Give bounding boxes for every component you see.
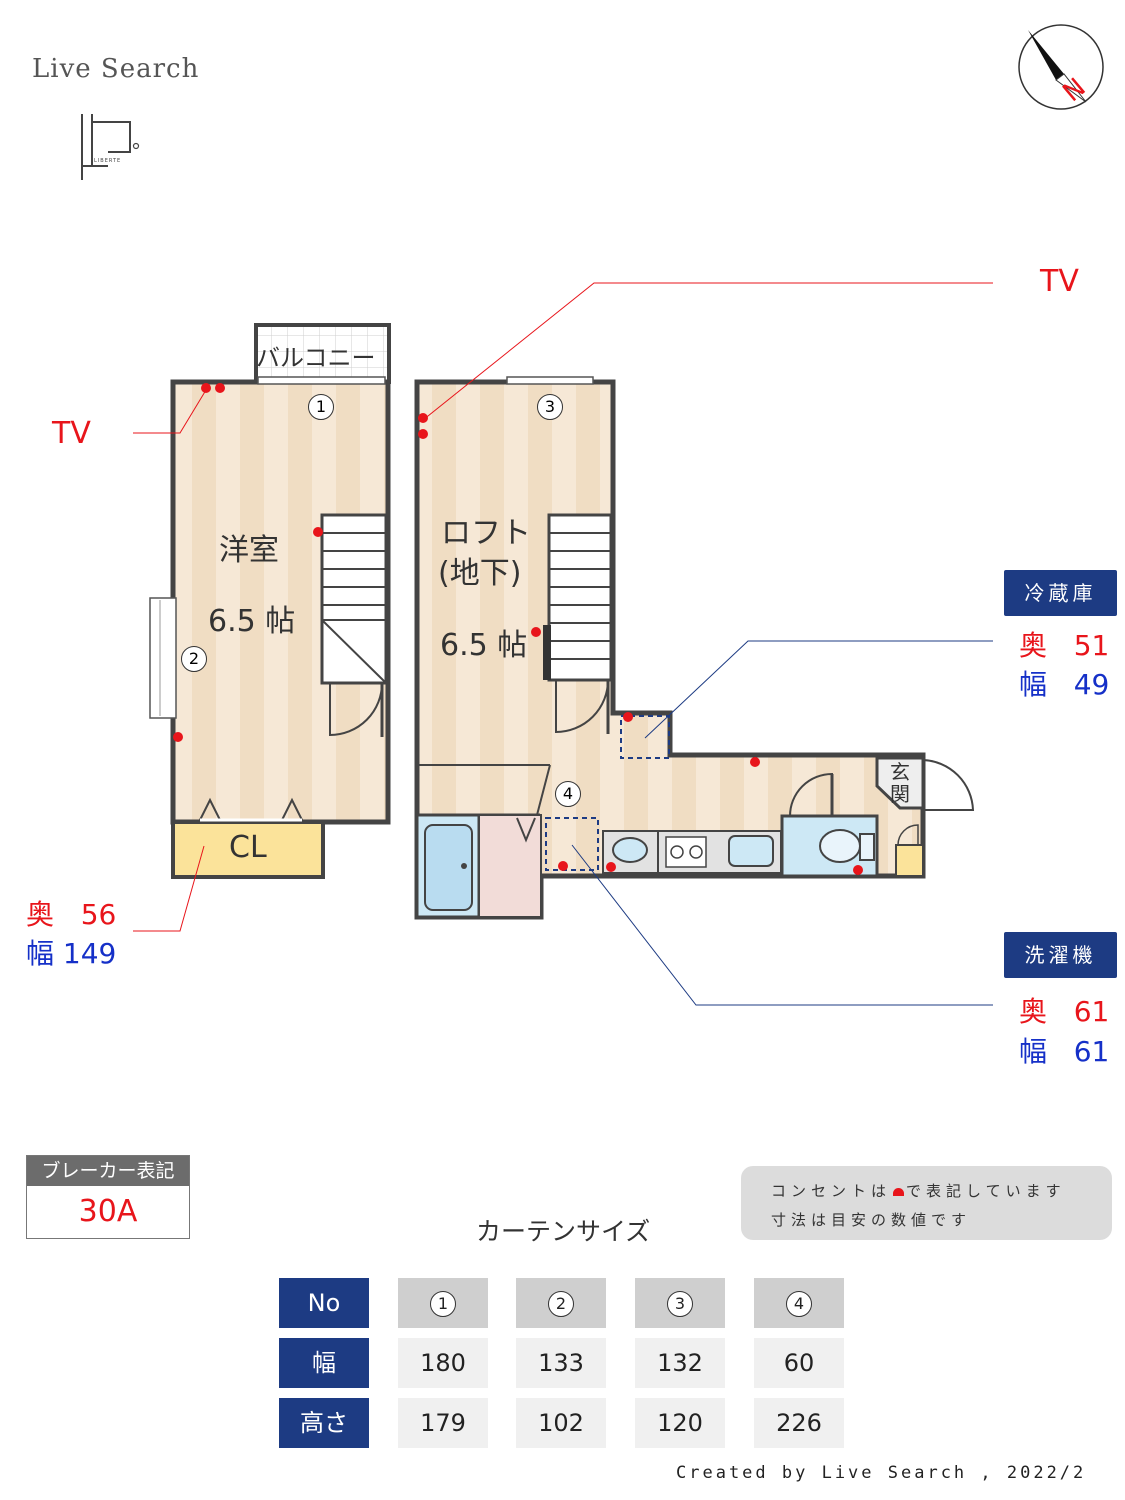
outlet-icon bbox=[893, 1188, 905, 1196]
loft-name: ロフト bbox=[441, 516, 531, 551]
balcony-label: バルコニー bbox=[256, 344, 376, 372]
tv-label-right: TV bbox=[1040, 264, 1079, 299]
outlet-note: コンセントはで表記しています 寸法は目安の数値です bbox=[741, 1166, 1112, 1240]
balcony bbox=[254, 323, 391, 384]
western-room-name: 洋室 bbox=[219, 533, 279, 568]
western-room-size: 6.5 帖 bbox=[208, 604, 296, 639]
stairs-loft bbox=[547, 513, 613, 682]
washroom bbox=[478, 814, 542, 918]
row-header-height: 高さ bbox=[279, 1398, 369, 1448]
window-mark-1: 1 bbox=[308, 394, 334, 420]
floor-plan bbox=[133, 282, 993, 1006]
curtain-no-1: 1 bbox=[398, 1278, 488, 1328]
loft-size: 6.5 帖 bbox=[440, 628, 528, 663]
curtain-height-3: 120 bbox=[635, 1398, 725, 1448]
washer-depth: 奥 61 bbox=[1019, 995, 1110, 1028]
entrance-label: 玄関 bbox=[890, 760, 910, 806]
fridge-width: 幅 49 bbox=[1019, 668, 1110, 701]
curtain-width-2: 133 bbox=[516, 1338, 606, 1388]
breaker-title: ブレーカー表記 bbox=[27, 1156, 189, 1186]
row-header-width: 幅 bbox=[279, 1338, 369, 1388]
row-header-no: No bbox=[279, 1278, 369, 1328]
curtain-height-1: 179 bbox=[398, 1398, 488, 1448]
window-2 bbox=[149, 597, 177, 719]
closet-label: CL bbox=[229, 830, 267, 865]
closet-depth: 奥 56 bbox=[26, 898, 117, 931]
curtain-title: カーテンサイズ bbox=[476, 1217, 651, 1246]
credit: Created by Live Search , 2022/2 bbox=[676, 1463, 1087, 1483]
curtain-width-3: 132 bbox=[635, 1338, 725, 1388]
window-3 bbox=[506, 376, 594, 385]
curtain-no-2: 2 bbox=[516, 1278, 606, 1328]
window-1 bbox=[257, 376, 386, 385]
fridge-depth: 奥 51 bbox=[1019, 629, 1110, 662]
curtain-height-2: 102 bbox=[516, 1398, 606, 1448]
window-mark-4: 4 bbox=[555, 781, 581, 807]
breaker-value: 30A bbox=[78, 1194, 138, 1229]
washer-space bbox=[545, 817, 599, 871]
breaker-box: ブレーカー表記 30A bbox=[26, 1155, 190, 1239]
curtain-width-1: 180 bbox=[398, 1338, 488, 1388]
curtain-no-4: 4 bbox=[754, 1278, 844, 1328]
curtain-height-4: 226 bbox=[754, 1398, 844, 1448]
brand-name: Live Search bbox=[32, 54, 200, 84]
outlet-markers bbox=[173, 383, 863, 875]
curtain-no-3: 3 bbox=[635, 1278, 725, 1328]
fridge-title: 冷蔵庫 bbox=[1004, 570, 1117, 616]
stairs-western bbox=[320, 513, 388, 685]
logo-text: LIBERTE bbox=[94, 158, 121, 164]
washer-width: 幅 61 bbox=[1019, 1035, 1110, 1068]
window-mark-2: 2 bbox=[181, 646, 207, 672]
closet-width: 幅 149 bbox=[26, 937, 117, 970]
liberte-logo: LIBERTE bbox=[81, 114, 140, 180]
washer-title: 洗濯機 bbox=[1004, 932, 1117, 978]
compass-icon: N bbox=[1018, 24, 1104, 110]
window-mark-3: 3 bbox=[537, 394, 563, 420]
note-line-1: コンセントはで表記しています bbox=[771, 1182, 1066, 1200]
loft-subname: (地下) bbox=[438, 556, 522, 591]
note-line-2: 寸法は目安の数値です bbox=[771, 1211, 972, 1229]
entrance bbox=[875, 756, 925, 810]
curtain-width-4: 60 bbox=[754, 1338, 844, 1388]
tv-label-left: TV bbox=[52, 416, 91, 451]
